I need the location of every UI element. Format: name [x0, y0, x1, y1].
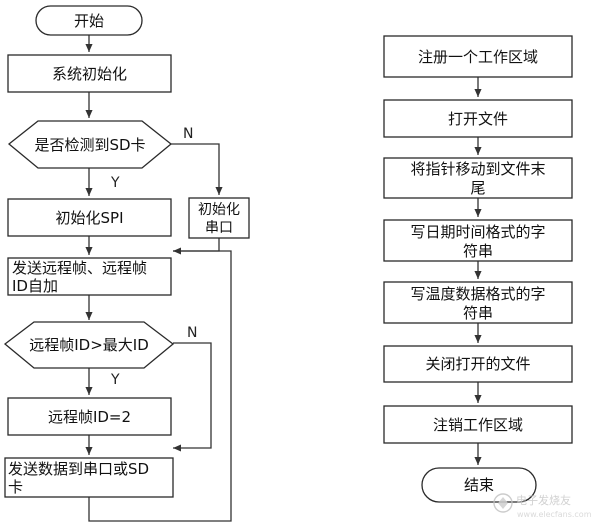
edge-serial-to-send	[173, 238, 220, 255]
watermark-text: 电子发烧友	[516, 493, 571, 507]
move-pointer-box: 将指针移动到文件末 尾	[383, 157, 573, 199]
set-frame-id-label: 远程帧ID=2	[48, 408, 131, 426]
move-pointer-label-line2: 尾	[470, 179, 485, 197]
check-max-id-no-flag: N	[187, 325, 197, 341]
write-temperature-box: 写温度数据格式的字 符串	[383, 281, 573, 324]
register-area-box: 注册一个工作区域	[383, 35, 573, 78]
check-sd-yes-flag: Y	[110, 175, 120, 191]
init-spi-label: 初始化SPI	[56, 209, 124, 227]
close-file-box: 关闭打开的文件	[383, 345, 573, 383]
end-terminal: 结束	[421, 467, 537, 503]
start-terminal: 开始	[35, 5, 143, 36]
init-system-box: 系统初始化	[7, 54, 172, 93]
watermark-logo-mark-icon	[498, 497, 508, 509]
move-pointer-label-line1: 将指针移动到文件末	[410, 160, 545, 178]
send-remote-frame-box: 发送远程帧、远程帧 ID自加	[7, 257, 172, 296]
write-datetime-label-line1: 写日期时间格式的字	[410, 223, 545, 241]
write-datetime-box: 写日期时间格式的字 符串	[383, 219, 573, 262]
init-serial-label-line1: 初始化	[198, 201, 240, 218]
watermark-logo-icon	[493, 493, 513, 513]
check-sd-no-flag: N	[183, 126, 193, 142]
send-remote-frame-label-line1: 发送远程帧、远程帧	[12, 259, 147, 277]
init-serial-label-line2: 串口	[205, 220, 233, 236]
open-file-label: 打开文件	[448, 110, 508, 128]
left-connectors	[85, 35, 232, 522]
write-temperature-label-line2: 符串	[463, 304, 493, 322]
register-area-label: 注册一个工作区域	[418, 48, 538, 66]
check-max-id-label: 远程帧ID>最大ID	[29, 336, 149, 354]
init-system-label: 系统初始化	[52, 65, 127, 83]
end-label: 结束	[464, 476, 494, 494]
check-sd-label: 是否检测到SD卡	[34, 136, 145, 154]
send-data-label-line1: 发送数据到串口或SD	[8, 460, 149, 478]
unregister-area-box: 注销工作区域	[383, 405, 573, 444]
close-file-label: 关闭打开的文件	[425, 355, 530, 373]
write-datetime-label-line2: 符串	[463, 242, 493, 260]
watermark: 电子发烧友 www.elecfans.com	[493, 493, 592, 519]
set-frame-id-box: 远程帧ID=2	[7, 397, 172, 436]
edge-loop-back	[88, 250, 232, 522]
edge-checkmax-no	[173, 342, 212, 452]
write-temperature-label-line1: 写温度数据格式的字	[410, 285, 545, 303]
edge-checksd-no	[171, 143, 223, 195]
check-max-id-decision: 远程帧ID>最大ID	[3, 321, 175, 369]
check-sd-decision: 是否检测到SD卡	[7, 120, 173, 169]
watermark-url: www.elecfans.com	[517, 510, 592, 519]
init-spi-box: 初始化SPI	[7, 198, 172, 237]
send-remote-frame-label-line2: ID自加	[12, 277, 58, 295]
check-max-id-yes-flag: Y	[110, 372, 120, 388]
start-label: 开始	[74, 12, 104, 30]
send-data-label-line2: 卡	[8, 478, 23, 496]
init-serial-box: 初始化 串口	[188, 197, 250, 239]
open-file-box: 打开文件	[383, 99, 573, 138]
right-flowchart: 注册一个工作区域 打开文件 将指针移动到文件末 尾 写日期时间格式的字 符串 写…	[383, 35, 573, 503]
left-flowchart: 开始 系统初始化 是否检测到SD卡 N Y 初始化SPI 初始化 串口 发送远程…	[3, 5, 250, 522]
unregister-area-label: 注销工作区域	[433, 416, 523, 434]
send-data-box: 发送数据到串口或SD 卡	[4, 457, 174, 498]
